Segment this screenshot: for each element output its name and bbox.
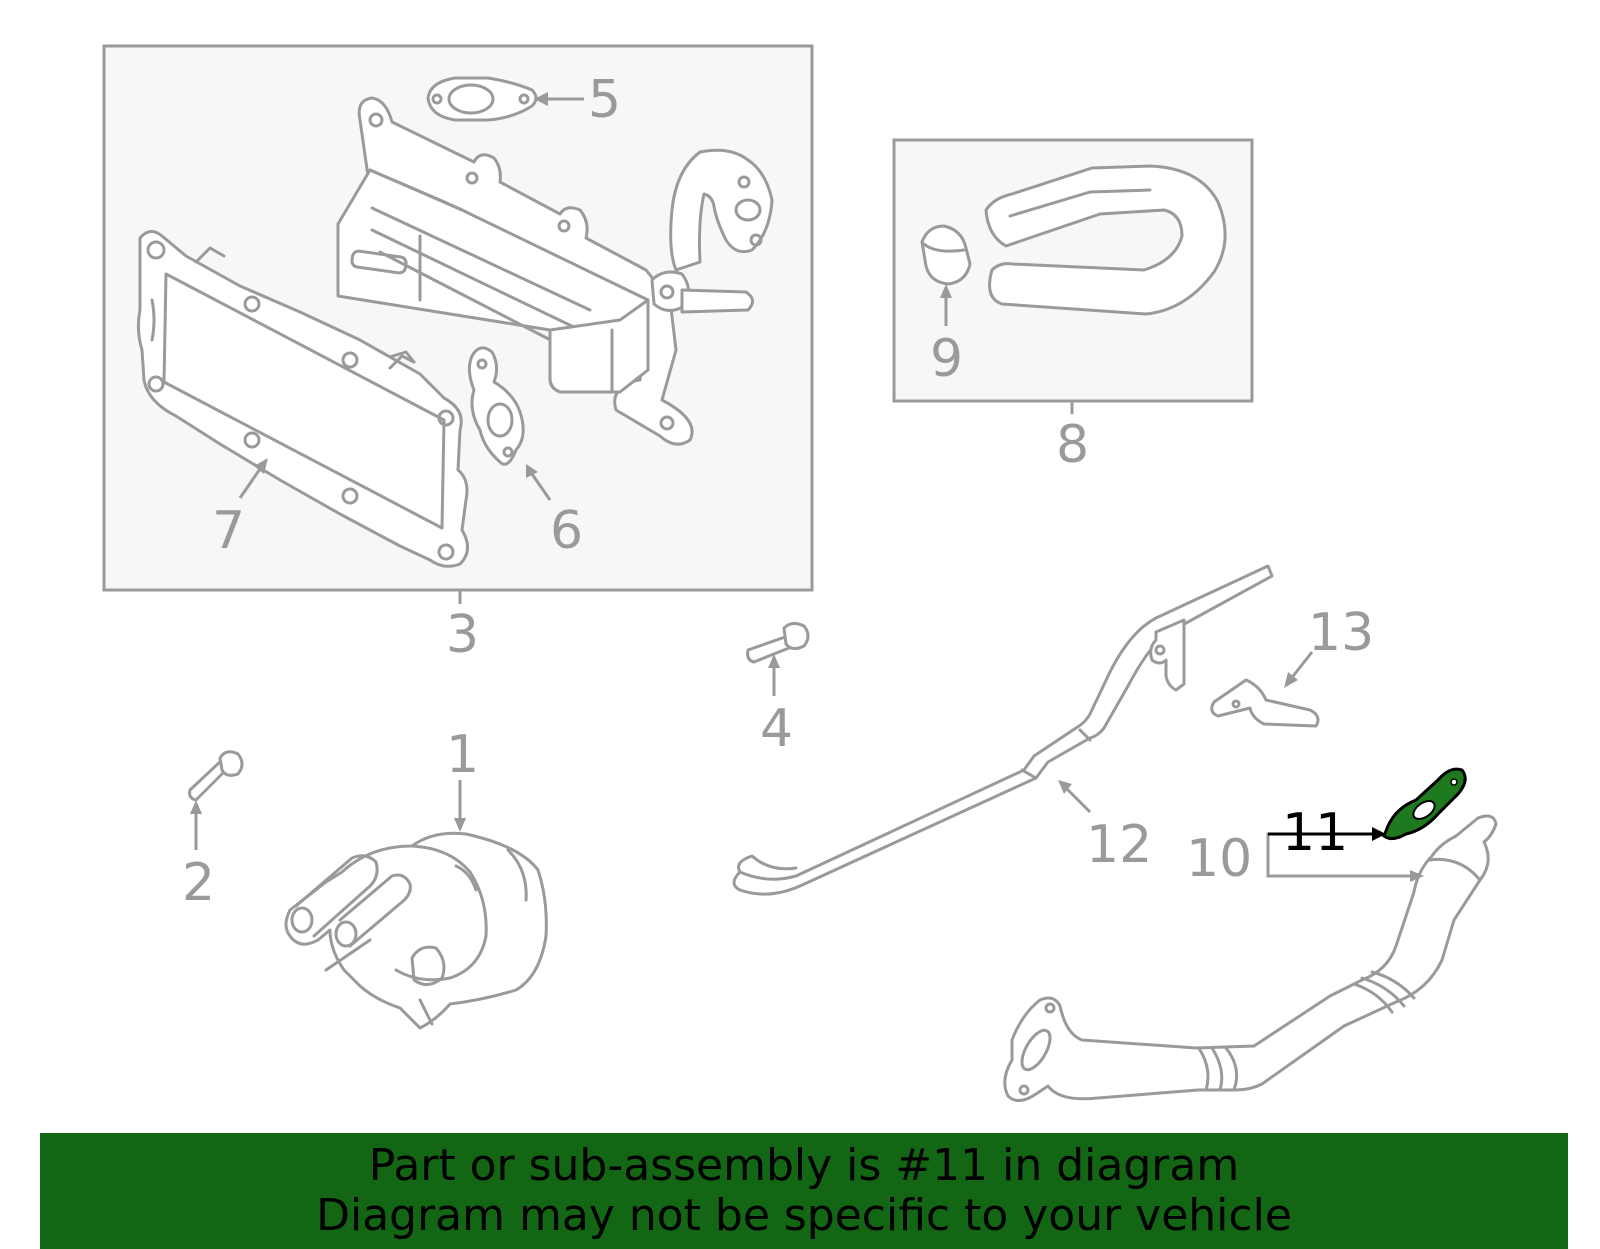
part-13-bracket: [1210, 678, 1320, 728]
callout-5: 5: [588, 70, 621, 130]
callout-4: 4: [760, 699, 793, 759]
part-11-gasket-highlighted: [1382, 767, 1467, 841]
banner-line-1: Part or sub-assembly is #11 in diagram: [368, 1140, 1240, 1191]
callout-10: 10: [1186, 829, 1252, 889]
part-6-gasket: [467, 346, 525, 466]
banner-line-2: Diagram may not be specific to your vehi…: [316, 1190, 1292, 1241]
callout-9: 9: [930, 329, 963, 389]
part-12-tube: [732, 564, 1274, 896]
part-8-hose: [984, 164, 1227, 316]
part-5-gasket: [426, 76, 538, 122]
callout-3: 3: [446, 605, 479, 665]
callout-13: 13: [1308, 603, 1374, 663]
part-9-sleeve: [920, 224, 972, 286]
leader-lines: [190, 92, 1424, 882]
callout-2: 2: [182, 853, 215, 913]
info-banner: Part or sub-assembly is #11 in diagram D…: [40, 1133, 1568, 1249]
callout-12: 12: [1086, 815, 1152, 875]
callout-1: 1: [446, 725, 479, 785]
callout-7: 7: [212, 501, 245, 561]
part-2-bolt: [188, 750, 244, 802]
part-1-egr-valve: [284, 831, 548, 1030]
part-4-bolt: [746, 621, 810, 664]
callout-6: 6: [550, 501, 583, 561]
part-10-pipe: [1003, 814, 1498, 1102]
callout-8: 8: [1056, 415, 1089, 475]
callout-11: 11: [1282, 803, 1348, 863]
part-7-gasket: [136, 230, 469, 568]
part-3-egr-cooler: [336, 96, 774, 446]
